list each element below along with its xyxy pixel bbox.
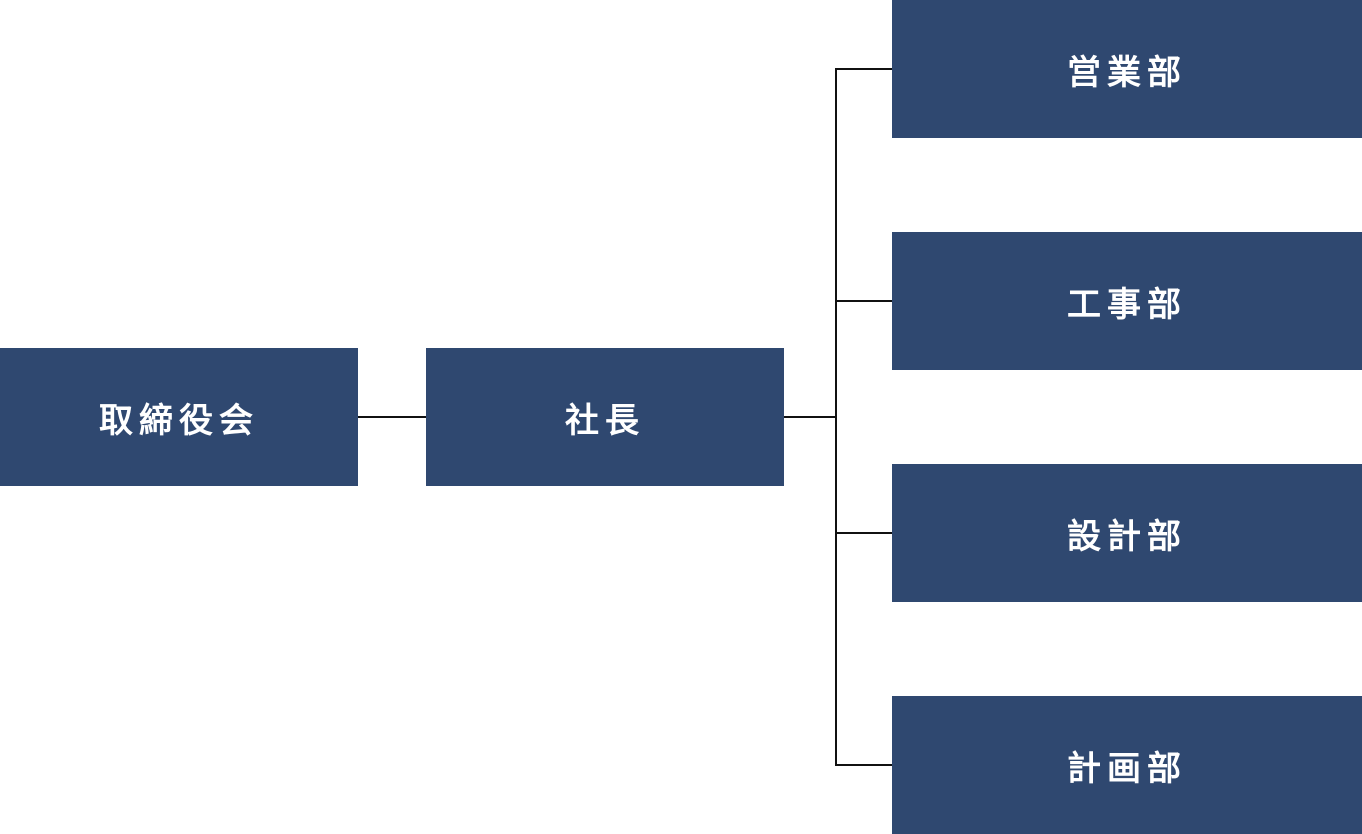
connector-board-president xyxy=(358,416,426,418)
board-of-directors-box: 取締役会 xyxy=(0,348,358,486)
construction-department-label: 工事部 xyxy=(1067,284,1187,325)
connector-president-trunk xyxy=(784,416,837,418)
connector-design xyxy=(835,532,892,534)
construction-department-box: 工事部 xyxy=(892,232,1362,370)
board-of-directors-label: 取締役会 xyxy=(99,400,259,441)
connector-sales xyxy=(835,68,892,70)
sales-department-box: 営業部 xyxy=(892,0,1362,138)
planning-department-box: 計画部 xyxy=(892,696,1362,834)
connector-planning xyxy=(835,764,892,766)
design-department-label: 設計部 xyxy=(1067,516,1187,557)
president-box: 社長 xyxy=(426,348,784,486)
president-label: 社長 xyxy=(565,400,645,441)
design-department-box: 設計部 xyxy=(892,464,1362,602)
sales-department-label: 営業部 xyxy=(1067,52,1187,93)
connector-construction xyxy=(835,300,892,302)
planning-department-label: 計画部 xyxy=(1067,748,1187,789)
connector-vertical-trunk xyxy=(835,68,837,766)
